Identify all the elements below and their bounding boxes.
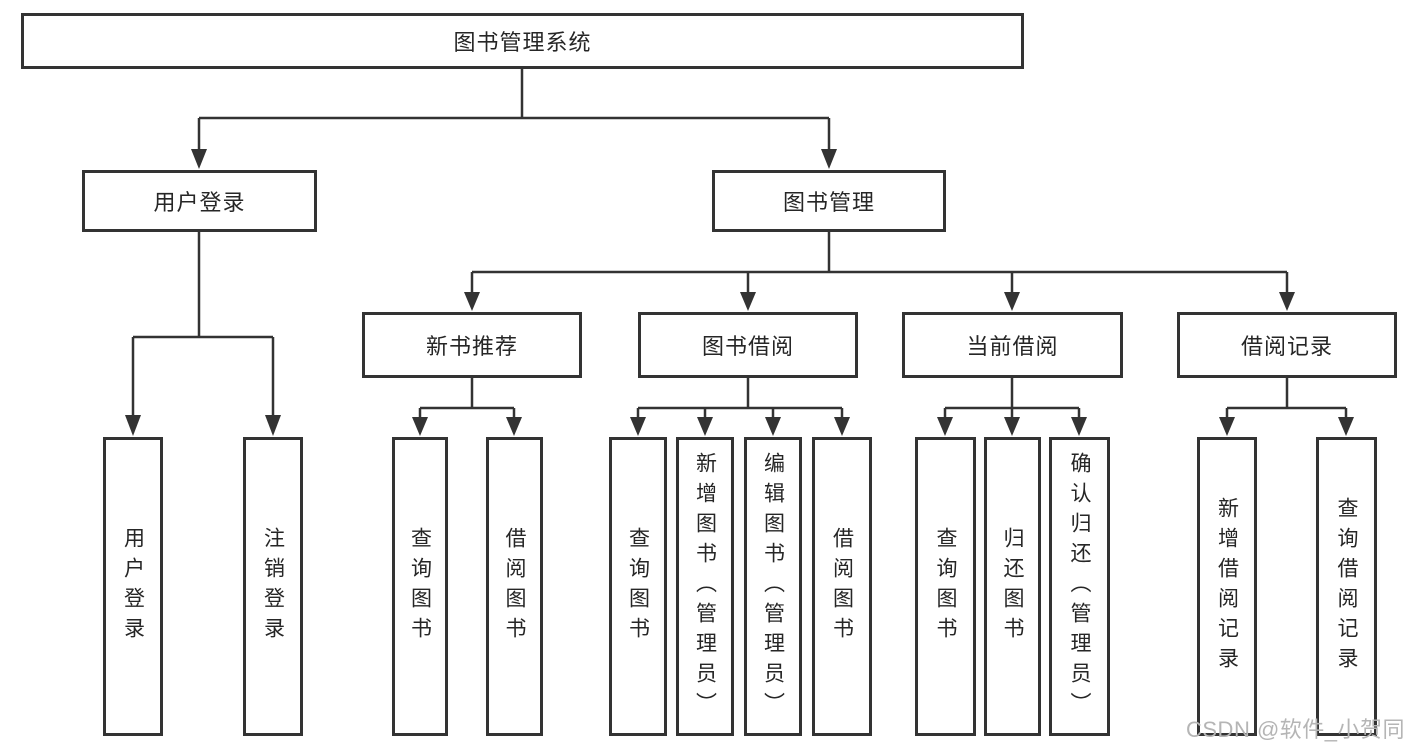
connector-book-borrow — [630, 378, 850, 436]
leaf-confirm-return-admin-label: 确认归还（管理员） — [1068, 451, 1091, 722]
leaf-user-login-label: 用户登录 — [121, 526, 145, 647]
connector-user-login — [125, 232, 281, 436]
leaf-edit-books-admin: 编辑图书（管理员） — [744, 437, 802, 736]
node-user-login: 用户登录 — [82, 170, 317, 232]
connector-root — [191, 69, 837, 169]
leaf-current-query-books-label: 查询图书 — [934, 526, 957, 647]
leaf-recommend-query-books: 查询图书 — [392, 437, 448, 736]
leaf-borrow-books-label: 借阅图书 — [830, 526, 854, 647]
leaf-edit-books-admin-label: 编辑图书（管理员） — [761, 451, 785, 722]
node-root-label: 图书管理系统 — [453, 30, 592, 55]
leaf-return-books: 归还图书 — [984, 437, 1041, 736]
node-root: 图书管理系统 — [21, 13, 1024, 69]
node-book-management: 图书管理 — [712, 170, 946, 232]
leaf-logout-label: 注销登录 — [261, 526, 285, 647]
node-borrow-records: 借阅记录 — [1177, 312, 1397, 378]
node-current-borrow: 当前借阅 — [902, 312, 1123, 378]
connector-current-borrow — [937, 378, 1087, 436]
leaf-logout: 注销登录 — [243, 437, 303, 736]
leaf-recommend-query-books-label: 查询图书 — [408, 526, 432, 647]
connector-borrow-records — [1219, 378, 1354, 436]
leaf-add-books-admin: 新增图书（管理员） — [676, 437, 734, 736]
leaf-confirm-return-admin: 确认归还（管理员） — [1049, 437, 1110, 736]
node-borrow-records-label: 借阅记录 — [1240, 334, 1333, 359]
leaf-return-books-label: 归还图书 — [1001, 526, 1024, 647]
leaf-borrow-books: 借阅图书 — [812, 437, 872, 736]
leaf-query-borrow-record-label: 查询借阅记录 — [1335, 496, 1358, 677]
leaf-recommend-borrow-books-label: 借阅图书 — [503, 526, 526, 647]
connector-new-book-recommend — [412, 378, 522, 436]
node-book-management-label: 图书管理 — [782, 190, 875, 215]
node-book-borrow: 图书借阅 — [638, 312, 858, 378]
leaf-query-borrow-record: 查询借阅记录 — [1316, 437, 1377, 736]
leaf-recommend-borrow-books: 借阅图书 — [486, 437, 543, 736]
leaf-borrow-query-books-label: 查询图书 — [626, 526, 650, 647]
csdn-watermark: CSDN @软件_小贺同学 — [1186, 717, 1405, 742]
leaf-add-borrow-record: 新增借阅记录 — [1197, 437, 1257, 736]
node-new-book-recommend: 新书推荐 — [362, 312, 582, 378]
leaf-add-borrow-record-label: 新增借阅记录 — [1215, 496, 1239, 677]
connector-book-management — [464, 232, 1295, 311]
leaf-user-login: 用户登录 — [103, 437, 163, 736]
leaf-current-query-books: 查询图书 — [915, 437, 976, 736]
leaf-borrow-query-books: 查询图书 — [609, 437, 667, 736]
node-book-borrow-label: 图书借阅 — [701, 334, 794, 359]
leaf-add-books-admin-label: 新增图书（管理员） — [693, 451, 717, 722]
node-new-book-recommend-label: 新书推荐 — [425, 334, 518, 359]
node-current-borrow-label: 当前借阅 — [966, 334, 1059, 359]
node-user-login-label: 用户登录 — [153, 190, 246, 215]
